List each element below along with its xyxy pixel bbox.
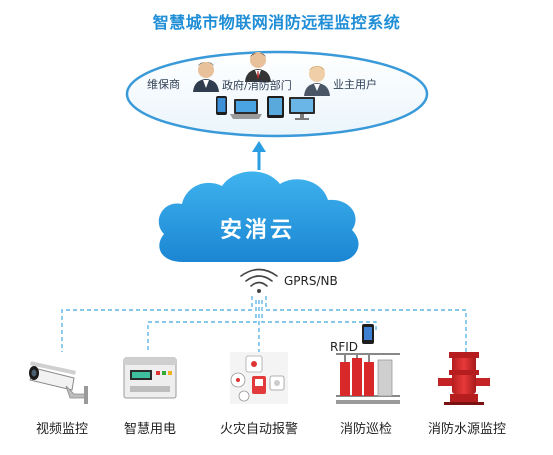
upload-arrow-icon: [252, 141, 266, 170]
fire-water-pump-icon: [438, 352, 490, 405]
laptop-icon: [230, 99, 262, 119]
government-person-icon: [245, 52, 271, 82]
system-label-fire-inspection: 消防巡检: [339, 422, 392, 437]
cloud-label: 安消云: [220, 218, 296, 243]
tablet-icon: [267, 96, 284, 118]
owner-person-icon: [304, 66, 330, 96]
role-label-owner: 业主用户: [333, 78, 377, 91]
network-label: GPRS/NB: [284, 274, 338, 288]
maintainer-person-icon: [193, 62, 219, 92]
smartphone-icon: [216, 96, 227, 115]
rfid-label: RFID: [330, 340, 359, 354]
connection-lines: [61, 296, 467, 352]
electric-meter-icon: [123, 357, 177, 399]
fire-pump-room-icon: [336, 353, 400, 404]
role-label-maintainer: 维保商: [147, 78, 180, 91]
page-title: 智慧城市物联网消防远程监控系统: [152, 13, 401, 32]
cloud-shape: [158, 171, 359, 262]
system-label-video-monitoring: 视频监控: [35, 422, 88, 437]
system-label-smart-electricity: 智慧用电: [123, 422, 176, 437]
cctv-camera-icon: [29, 361, 88, 404]
system-label-fire-alarm: 火灾自动报警: [219, 422, 298, 437]
system-label-water-source: 消防水源监控: [427, 422, 506, 437]
stakeholder-ellipse: [125, 50, 429, 138]
wireless-signal-icon: [240, 268, 278, 293]
rfid-phone-icon: [362, 324, 374, 344]
role-label-government: 政府/消防部门: [222, 79, 292, 92]
fire-alarm-devices-icon: [230, 352, 288, 404]
monitor-icon: [289, 97, 315, 120]
